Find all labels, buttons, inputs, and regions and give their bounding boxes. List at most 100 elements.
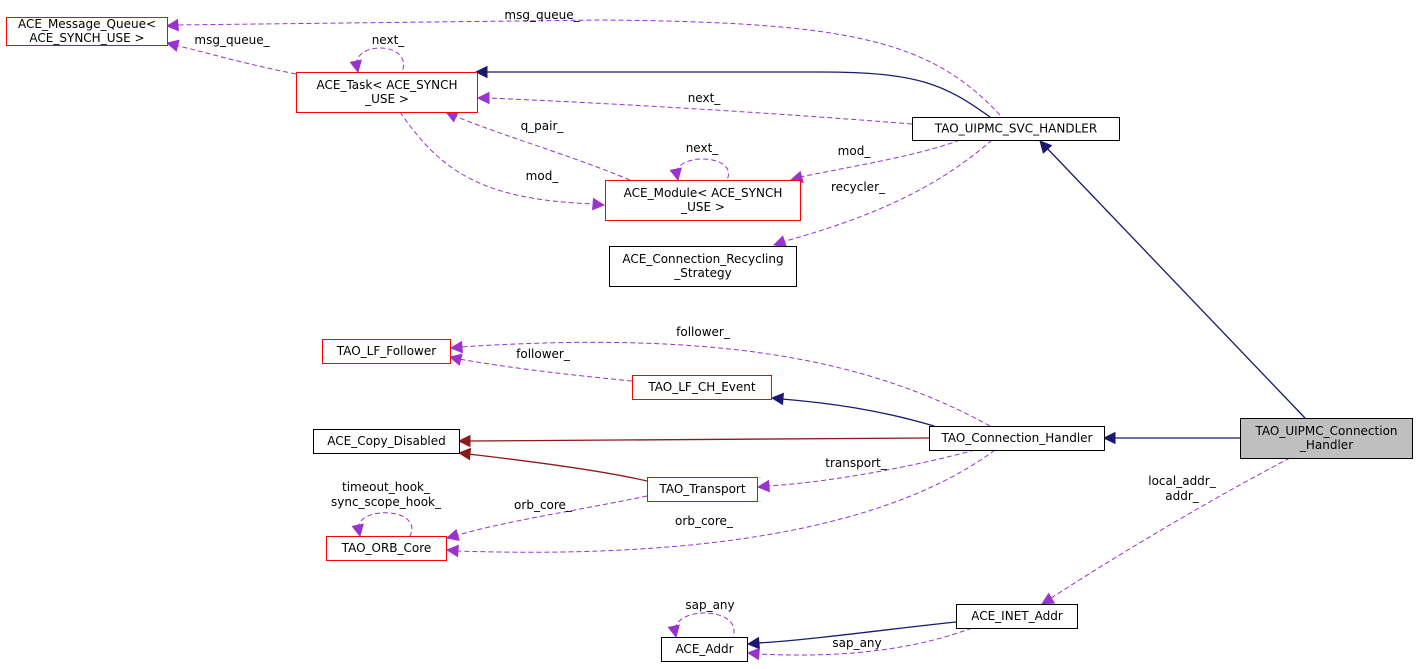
edge-arrowhead xyxy=(592,197,606,211)
node-label: TAO_LF_CH_Event xyxy=(647,380,756,394)
node-box[interactable] xyxy=(313,429,460,454)
edge-line xyxy=(174,19,1001,116)
edge-task-self xyxy=(349,47,405,74)
edge-arrowhead xyxy=(449,340,463,354)
edges-layer xyxy=(165,18,1306,661)
edge-conn-lfch xyxy=(770,392,935,427)
node-inet-addr[interactable]: ACE_INET_Addr xyxy=(956,604,1078,629)
edge-line xyxy=(1043,144,1306,419)
edge-label: msg_queue_ xyxy=(194,33,270,47)
node-box[interactable] xyxy=(6,17,168,46)
edge-label: mod_ xyxy=(838,144,872,158)
edge-label: follower_ xyxy=(516,347,571,361)
edge-conn-copy xyxy=(457,434,930,448)
edge-line xyxy=(480,71,991,118)
node-svc-handler[interactable]: TAO_UIPMC_SVC_HANDLER xyxy=(912,117,1120,141)
node-box[interactable] xyxy=(296,72,478,113)
edge-line xyxy=(459,341,991,427)
node-label: _USE > xyxy=(364,92,409,106)
node-recycling[interactable]: ACE_Connection_Recycling_Strategy xyxy=(609,246,797,287)
edge-svc-recyc xyxy=(772,139,993,248)
edge-line xyxy=(487,97,913,125)
edge-line xyxy=(781,398,935,427)
edge-line xyxy=(357,512,413,537)
edge-arrowhead xyxy=(1102,431,1116,445)
edge-arrowhead xyxy=(165,18,179,32)
node-label: TAO_ORB_Core xyxy=(341,541,432,555)
node-label: TAO_UIPMC_SVC_HANDLER xyxy=(934,122,1097,136)
edge-label: transport_ xyxy=(825,456,887,470)
node-box[interactable] xyxy=(1240,418,1413,459)
node-box[interactable] xyxy=(632,375,772,400)
node-label: _Handler xyxy=(1299,438,1353,452)
edge-line xyxy=(1047,457,1291,601)
node-msg-queue[interactable]: ACE_Message_Queue<ACE_SYNCH_USE > xyxy=(6,17,168,46)
edge-conn-lff xyxy=(449,340,991,427)
edge-line xyxy=(781,139,993,243)
edge-trans-orb xyxy=(445,495,648,542)
node-box[interactable] xyxy=(956,604,1078,629)
node-box[interactable] xyxy=(605,180,801,221)
node-lf-ch-event[interactable]: TAO_LF_CH_Event xyxy=(632,375,772,400)
node-box[interactable] xyxy=(326,536,447,561)
node-label: ACE_Task< ACE_SYNCH xyxy=(316,78,457,92)
node-box[interactable] xyxy=(647,477,758,502)
edge-arrowhead xyxy=(746,636,760,650)
edge-uipmc-conn xyxy=(1102,431,1240,445)
node-orb-core[interactable]: TAO_ORB_Core xyxy=(326,536,447,561)
edge-task-mq xyxy=(165,39,297,75)
edge-label: sap_any xyxy=(832,636,881,650)
edge-arrowhead xyxy=(667,624,680,639)
node-box[interactable] xyxy=(929,426,1105,451)
node-conn-handler[interactable]: TAO_Connection_Handler xyxy=(929,426,1105,451)
edge-inet-addr xyxy=(746,621,957,650)
edge-label: q_pair_ xyxy=(521,119,565,133)
edge-conn-trans xyxy=(756,449,976,493)
node-label: ACE_Copy_Disabled xyxy=(327,434,446,448)
edge-uipmc-inet xyxy=(1041,457,1291,605)
node-label: TAO_LF_Follower xyxy=(336,344,436,358)
node-label: ACE_Module< ACE_SYNCH xyxy=(624,186,783,200)
edge-orb-self xyxy=(351,512,413,538)
edge-task-mod xyxy=(399,111,606,211)
edge-label: orb_core_ xyxy=(675,514,734,528)
edge-arrowhead xyxy=(165,39,180,52)
edge-line xyxy=(757,627,973,656)
edge-label: msg_queue_ xyxy=(504,8,580,22)
edge-line xyxy=(757,621,957,644)
edge-line xyxy=(674,612,735,638)
edge-lfch-lff xyxy=(448,353,633,382)
node-label: _USE > xyxy=(680,200,725,214)
edge-svc-task xyxy=(474,65,991,118)
edge-labels-layer: msg_queue_ msg_queue_ next_ next_ q_pair_mod… xyxy=(194,8,1216,650)
node-copy-disabled[interactable]: ACE_Copy_Disabled xyxy=(313,429,460,454)
node-label: ACE_INET_Addr xyxy=(971,609,1063,623)
edge-arrowhead xyxy=(1041,592,1056,605)
edge-line xyxy=(458,358,633,382)
node-box[interactable] xyxy=(912,117,1120,141)
edge-svc-mq xyxy=(165,18,1001,116)
node-module[interactable]: ACE_Module< ACE_SYNCH_USE > xyxy=(605,180,801,221)
node-task[interactable]: ACE_Task< ACE_SYNCH_USE > xyxy=(296,72,478,113)
edge-line xyxy=(355,47,405,73)
edge-arrowhead xyxy=(474,65,488,79)
edge-label: local_addr_ xyxy=(1148,474,1216,488)
node-box[interactable] xyxy=(661,637,748,662)
edge-line xyxy=(454,115,631,181)
node-transport[interactable]: TAO_Transport xyxy=(647,477,758,502)
node-label: TAO_Connection_Handler xyxy=(941,431,1093,445)
edge-label: next_ xyxy=(686,141,720,155)
node-box[interactable] xyxy=(609,246,797,287)
edge-label: follower_ xyxy=(676,325,731,339)
edge-mod-self xyxy=(669,158,730,182)
node-box[interactable] xyxy=(322,339,451,364)
node-lf-follower[interactable]: TAO_LF_Follower xyxy=(322,339,451,364)
edge-arrowhead xyxy=(349,59,362,74)
edge-trans-copy xyxy=(457,447,648,482)
node-uipmc-conn[interactable]: TAO_UIPMC_Connection_Handler xyxy=(1240,418,1413,459)
edge-arrowhead xyxy=(746,647,760,661)
edge-label: next_ xyxy=(688,91,722,105)
node-label: _Strategy xyxy=(673,266,731,280)
node-ace-addr[interactable]: ACE_Addr xyxy=(661,637,748,662)
